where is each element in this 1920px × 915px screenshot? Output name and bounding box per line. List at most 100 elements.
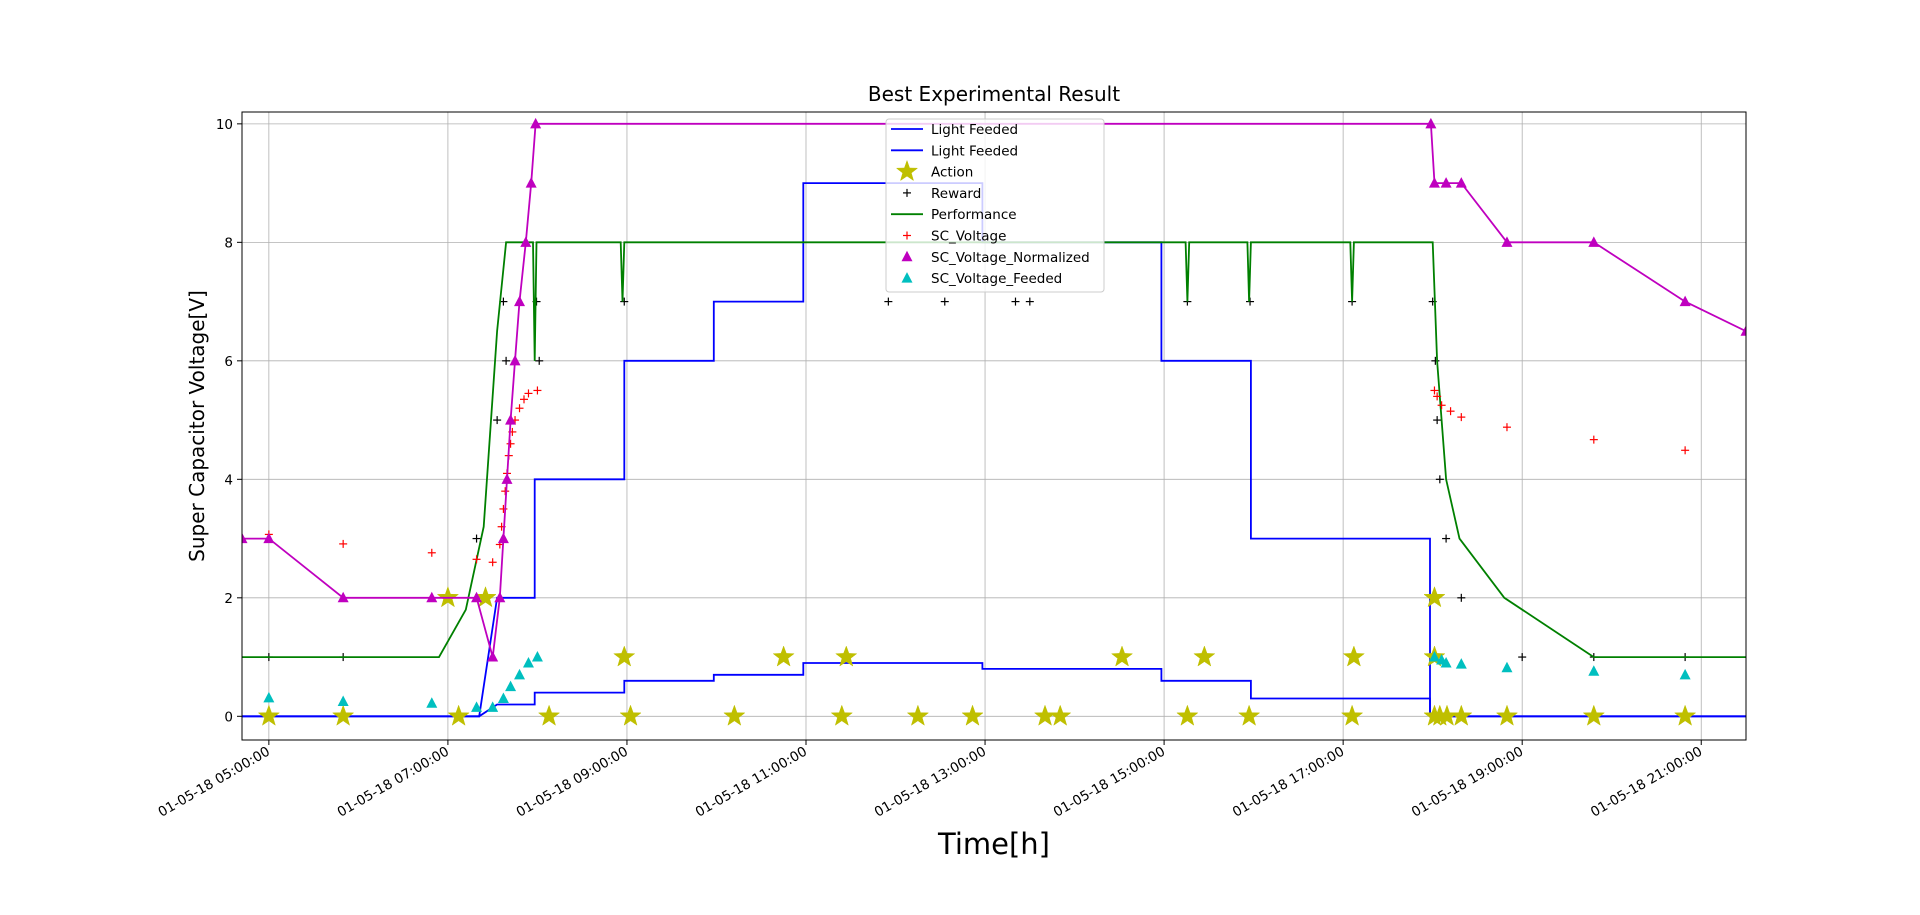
data-point [835, 645, 858, 667]
data-point [830, 704, 854, 726]
data-point [884, 297, 893, 306]
data-point [501, 487, 510, 496]
data-point [1011, 297, 1020, 306]
data-point [1501, 236, 1513, 247]
data-point [1423, 586, 1446, 608]
data-point [1440, 177, 1452, 188]
data-point [1431, 356, 1440, 365]
data-point [514, 295, 526, 307]
data-point [331, 704, 355, 726]
legend-label: SC_Voltage_Normalized [931, 250, 1090, 266]
data-point [1342, 645, 1365, 667]
legend-label: SC_Voltage_Feeded [931, 271, 1062, 287]
legend-item: SC_Voltage_Feeded [901, 271, 1062, 287]
legend-swatch [903, 231, 911, 240]
legend-frame [885, 118, 1105, 293]
chart-title: Best Experimental Result [868, 82, 1120, 106]
data-point [1428, 177, 1440, 188]
data-point [522, 656, 534, 668]
legend-item: Light Feeded [891, 143, 1018, 159]
data-point [1495, 704, 1519, 726]
data-point [1049, 704, 1072, 726]
y-tick-label: 6 [224, 354, 233, 370]
data-point [1435, 475, 1444, 484]
series-action-2 [257, 586, 1697, 726]
legend-label: Light Feeded [931, 143, 1018, 159]
data-point [493, 416, 502, 425]
data-point [488, 558, 497, 567]
series-layer [242, 117, 1746, 726]
data-point [426, 697, 438, 708]
data-point [1446, 407, 1455, 416]
data-point [1588, 236, 1600, 247]
data-point [1433, 392, 1442, 401]
data-point [501, 473, 513, 484]
y-tick-label: 0 [224, 709, 233, 725]
legend-item: Light Feeded [891, 122, 1018, 138]
data-point [1501, 661, 1513, 673]
legend-label: Light Feeded [931, 122, 1018, 138]
data-point [1176, 704, 1199, 726]
data-point [723, 704, 746, 726]
data-point [1025, 297, 1034, 306]
y-axis-label: Super Capacitor Voltage[V] [185, 290, 209, 562]
data-point [1340, 704, 1364, 726]
data-point [487, 701, 499, 712]
data-point [1110, 645, 1134, 667]
plot-frame [241, 111, 1747, 741]
data-point [520, 395, 528, 404]
legend-item: Performance [891, 207, 1017, 223]
data-point [1425, 117, 1437, 129]
data-point [1430, 386, 1439, 395]
series-sc-voltage-normalized-6 [242, 117, 1746, 662]
data-point [940, 297, 949, 306]
data-point [1457, 413, 1466, 422]
legend-label: Performance [931, 207, 1017, 223]
data-point [1681, 446, 1690, 455]
legend-swatch [895, 159, 919, 182]
series-line [242, 241, 1746, 658]
data-point [494, 591, 506, 603]
data-point [471, 591, 483, 603]
data-point [1193, 645, 1216, 667]
series-sc-voltage-5 [264, 386, 1690, 567]
data-point [520, 236, 532, 247]
data-point [525, 177, 537, 188]
data-point [436, 586, 460, 608]
legend-label: Reward [931, 186, 981, 202]
data-point [242, 532, 248, 544]
legend-label: SC_Voltage [931, 229, 1006, 245]
data-point [339, 539, 348, 548]
data-point [961, 704, 984, 726]
data-point [427, 548, 436, 557]
y-tick-label: 4 [224, 472, 233, 488]
legend-swatch [901, 250, 913, 262]
data-point [1740, 325, 1746, 336]
data-point [1455, 177, 1467, 188]
data-point [426, 591, 438, 603]
data-point [772, 645, 795, 667]
x-axis-label: Time[h] [937, 827, 1050, 861]
data-point [537, 704, 561, 726]
series-performance-4 [242, 241, 1746, 658]
data-point [533, 386, 542, 395]
data-point [1450, 704, 1473, 726]
data-point [1674, 704, 1697, 726]
data-point [471, 701, 483, 712]
data-point [472, 555, 481, 564]
data-point [472, 534, 481, 543]
legend-label: Action [931, 165, 973, 181]
data-point [497, 692, 509, 704]
data-point [1440, 656, 1452, 668]
data-point [1582, 704, 1606, 726]
data-point [497, 532, 509, 544]
legend-item: Reward [903, 186, 981, 202]
data-point [619, 704, 642, 726]
data-point [1437, 401, 1446, 410]
data-point [1455, 658, 1467, 669]
legend-item: SC_Voltage_Normalized [901, 250, 1090, 266]
data-point [515, 404, 524, 413]
y-tick-label: 2 [224, 591, 233, 607]
